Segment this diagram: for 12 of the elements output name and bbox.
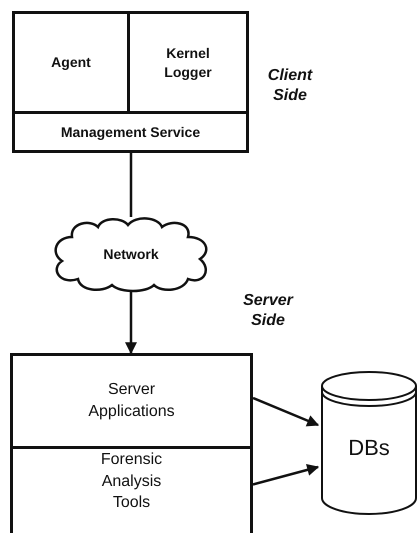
side-label: Server Side	[242, 291, 294, 331]
component-box: Kernel Logger	[127, 11, 249, 114]
arrow	[252, 396, 320, 426]
tools-box: Forensic Analysis Tools	[10, 446, 253, 533]
connector-line	[130, 153, 132, 217]
service-box: Management Service	[12, 111, 249, 153]
database-cylinder: DBs	[320, 370, 418, 516]
server-box: Server Applications	[10, 353, 253, 449]
arrow	[125, 291, 137, 354]
component-box: Agent	[12, 11, 130, 114]
side-label: Client Side	[266, 66, 314, 106]
arrow	[252, 464, 320, 486]
